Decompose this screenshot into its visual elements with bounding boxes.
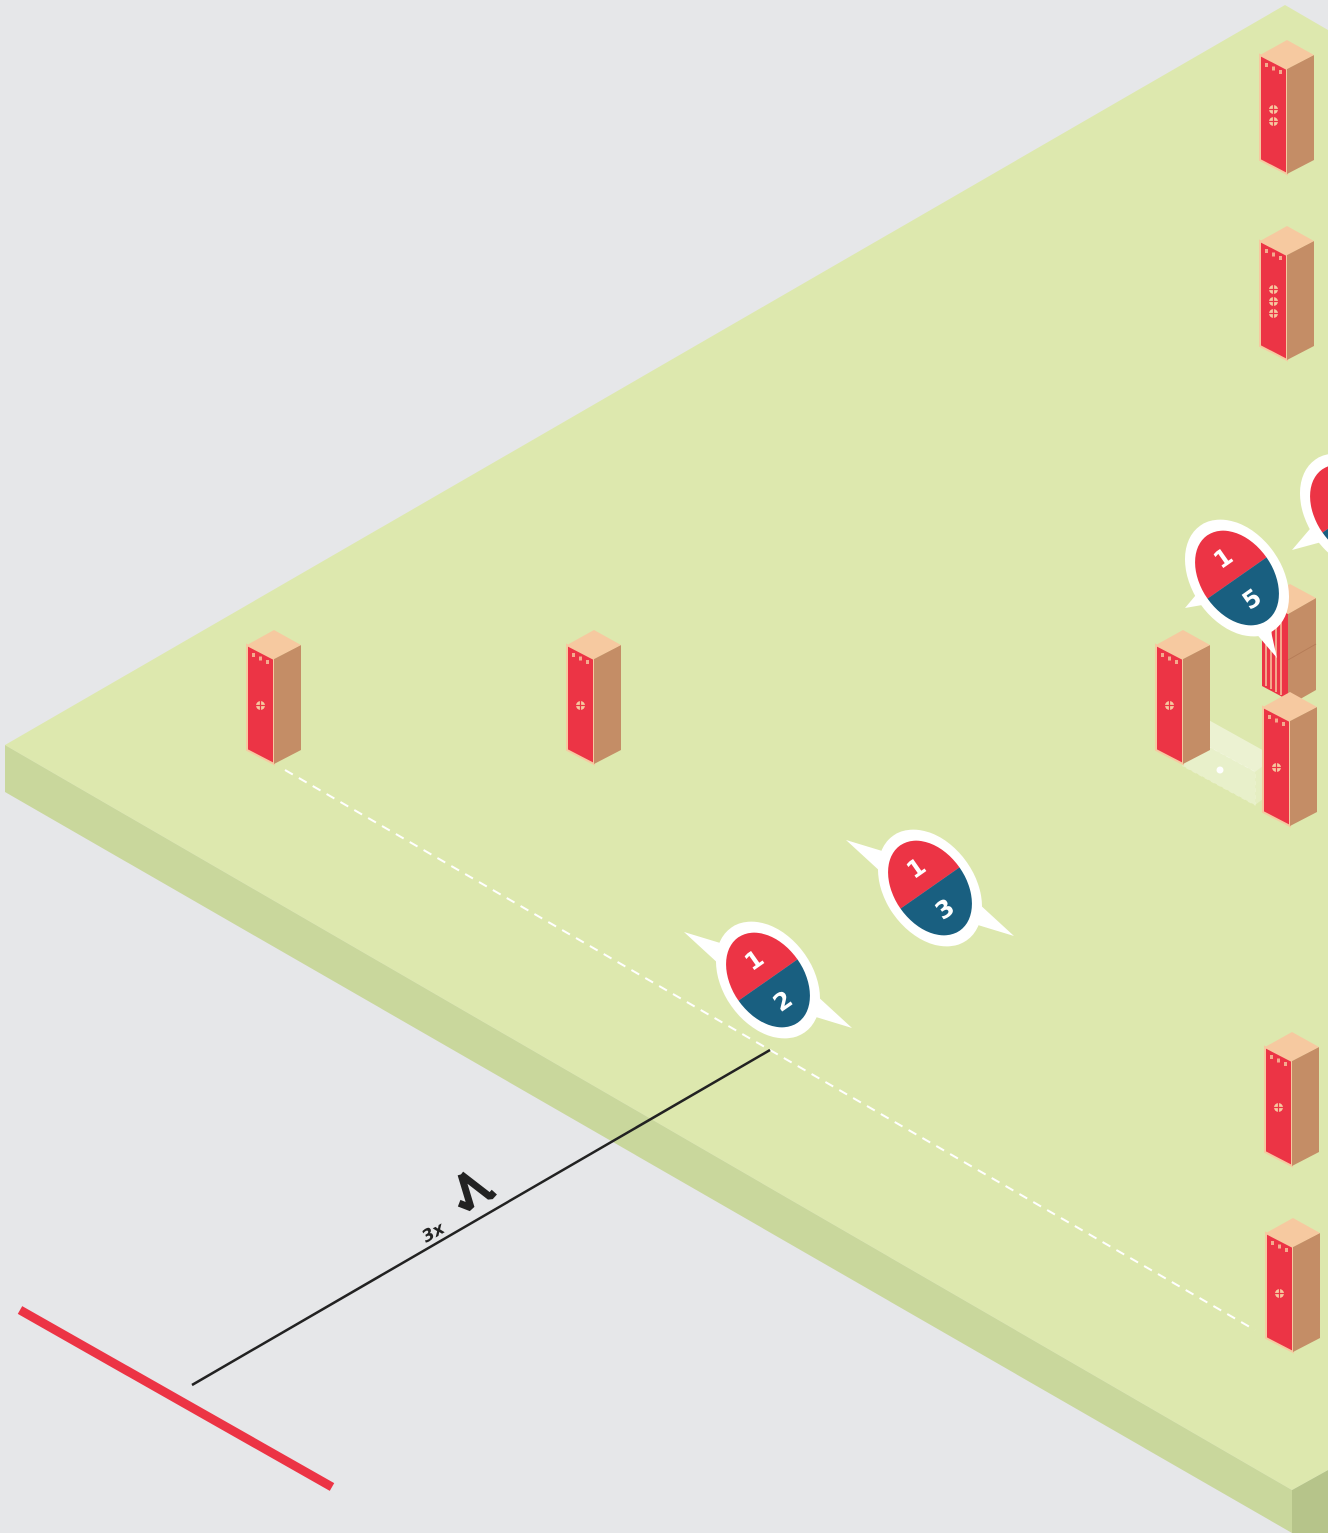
tower-window bbox=[256, 701, 265, 710]
tower-right-1 bbox=[1265, 1032, 1319, 1166]
tower-window bbox=[1272, 763, 1281, 772]
tower-window bbox=[1274, 1103, 1283, 1112]
tower-window bbox=[1275, 1289, 1284, 1298]
tower-gate-right bbox=[1263, 692, 1317, 826]
tower-window bbox=[1269, 309, 1278, 318]
footsteps-icon bbox=[447, 1164, 495, 1211]
tower-window bbox=[1269, 117, 1278, 126]
tower-window bbox=[576, 701, 585, 710]
start-line bbox=[20, 1310, 332, 1487]
tower-window bbox=[1269, 297, 1278, 306]
tower-left-2 bbox=[567, 630, 621, 764]
tower-left-1 bbox=[247, 630, 301, 764]
tower-window bbox=[1165, 701, 1174, 710]
tower-top-2 bbox=[1260, 226, 1314, 360]
tower-top-1 bbox=[1260, 40, 1314, 174]
tower-gate-left bbox=[1156, 630, 1210, 764]
distance-multiplier: 3x bbox=[419, 1218, 450, 1247]
distance-line bbox=[192, 1050, 770, 1385]
tower-window bbox=[1269, 105, 1278, 114]
tower-right-2 bbox=[1266, 1218, 1320, 1352]
field-top bbox=[5, 5, 1328, 1490]
tower-window bbox=[1269, 285, 1278, 294]
